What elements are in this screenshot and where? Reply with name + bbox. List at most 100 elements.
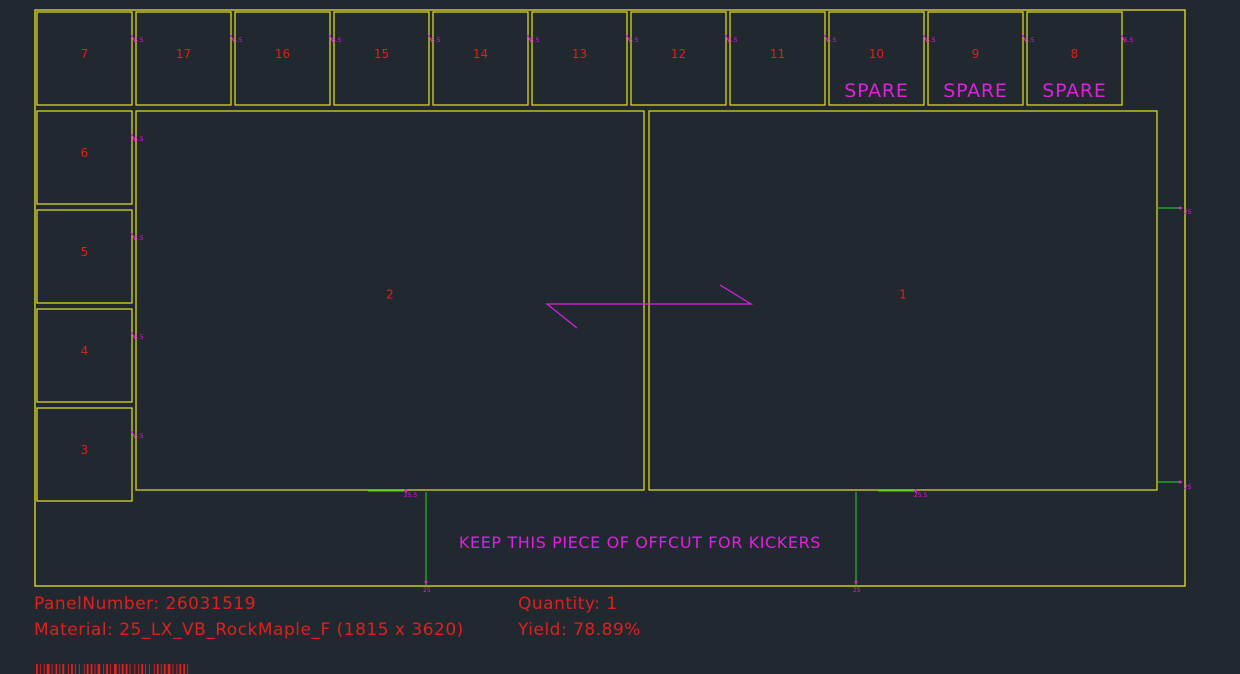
kerf-marker: [328, 33, 334, 43]
kerf-marker: [823, 33, 829, 43]
material-label: Material:: [34, 620, 114, 640]
barcode-bar: [167, 664, 171, 674]
part-label-10: 10: [869, 47, 884, 61]
kerf-marker: [1120, 33, 1126, 43]
barcode-bar: [59, 664, 61, 674]
part-note-8: SPARE: [1042, 80, 1107, 102]
part-outline-6: [36, 110, 133, 205]
dimension-tick: [1178, 206, 1182, 210]
barcode-bar: [39, 664, 41, 674]
kerf-marker: [724, 33, 730, 43]
part-outline-7: [36, 11, 133, 106]
barcode-bar: [36, 664, 38, 674]
material-value: 25_LX_VB_RockMaple_F (1815 x 3620): [119, 620, 464, 640]
part-label-17: 17: [176, 47, 191, 61]
part-label-2: 2: [386, 288, 394, 302]
kerf-marker: [130, 429, 136, 439]
barcode-bar: [110, 664, 111, 674]
dimension-tick: [914, 489, 918, 493]
barcode-bar: [149, 664, 150, 674]
kerf-value: 5.5: [530, 37, 540, 44]
part-outline-4: [36, 308, 133, 403]
kerf-marker: [130, 33, 136, 43]
barcode-bar: [86, 664, 89, 674]
dimension-value: 25: [1184, 209, 1192, 216]
part-outline-9: [927, 11, 1024, 106]
part-outline-5: [36, 209, 133, 304]
part-label-4: 4: [81, 344, 89, 358]
barcode-bar: [46, 664, 50, 674]
barcode-bar: [62, 664, 65, 674]
barcode-bar: [153, 664, 155, 674]
part-note-10: SPARE: [844, 80, 909, 102]
barcode-bar: [163, 664, 166, 674]
part-label-13: 13: [572, 47, 587, 61]
kerf-marker: [1021, 33, 1027, 43]
dimension-value: 25.5: [914, 492, 928, 499]
part-label-8: 8: [1071, 47, 1079, 61]
dimension-value: 25: [423, 587, 431, 594]
kerf-value: 5.5: [134, 235, 144, 242]
yield-label: Yield:: [518, 620, 568, 640]
part-note-9: SPARE: [943, 80, 1008, 102]
barcode-bar: [114, 664, 117, 674]
part-outline-12: [630, 11, 727, 106]
quantity-value: 1: [606, 594, 618, 614]
part-outline-2: [135, 110, 645, 491]
part-outline-10: [828, 11, 925, 106]
part-label-12: 12: [671, 47, 686, 61]
barcode-bar: [68, 664, 69, 674]
part-outline-3: [36, 407, 133, 502]
material-line: Material: 25_LX_VB_RockMaple_F (1815 x 3…: [34, 620, 464, 640]
part-label-3: 3: [81, 443, 89, 457]
offcut-note: KEEP THIS PIECE OF OFFCUT FOR KICKERS: [459, 533, 821, 552]
barcode-bar: [90, 664, 93, 674]
barcode-bar: [83, 664, 85, 674]
kerf-value: 5.5: [134, 37, 144, 44]
kerf-value: 5.5: [233, 37, 243, 44]
part-outline-16: [234, 11, 331, 106]
kerf-value: 5.5: [332, 37, 342, 44]
barcode: [36, 664, 189, 674]
quantity-line: Quantity: 1: [518, 594, 618, 614]
kerf-marker: [130, 330, 136, 340]
part-label-5: 5: [81, 245, 89, 259]
part-outline-15: [333, 11, 430, 106]
kerf-marker: [625, 33, 631, 43]
barcode-bar: [78, 664, 80, 674]
part-label-14: 14: [473, 47, 488, 61]
part-outline-1: [648, 110, 1158, 491]
kerf-value: 5.5: [1025, 37, 1035, 44]
barcode-bar: [97, 664, 101, 674]
barcode-bar: [172, 664, 174, 674]
kerf-value: 5.5: [134, 433, 144, 440]
kerf-value: 5.5: [1124, 37, 1134, 44]
part-label-15: 15: [374, 47, 389, 61]
barcode-bar: [106, 664, 108, 674]
kerf-value: 5.5: [134, 334, 144, 341]
barcode-bar: [179, 664, 182, 674]
dimension-value: 25: [853, 587, 861, 594]
panel-number-line: PanelNumber: 26031519: [34, 594, 256, 614]
part-outline-8: [1026, 11, 1123, 106]
kerf-marker: [427, 33, 433, 43]
part-outline-17: [135, 11, 232, 106]
kerf-value: 5.5: [926, 37, 936, 44]
kerf-marker: [526, 33, 532, 43]
barcode-bar: [118, 664, 120, 674]
yield-value: 78.89%: [573, 620, 641, 640]
barcode-bar: [55, 664, 58, 674]
kerf-value: 5.5: [629, 37, 639, 44]
part-outline-13: [531, 11, 628, 106]
barcode-bar: [187, 664, 189, 674]
barcode-bar: [129, 664, 131, 674]
kerf-marker: [922, 33, 928, 43]
barcode-bar: [75, 664, 76, 674]
barcode-bar: [156, 664, 159, 674]
part-label-6: 6: [81, 146, 89, 160]
barcode-bar: [121, 664, 124, 674]
part-label-1: 1: [899, 288, 907, 302]
part-label-9: 9: [972, 47, 980, 61]
part-outline-11: [729, 11, 826, 106]
